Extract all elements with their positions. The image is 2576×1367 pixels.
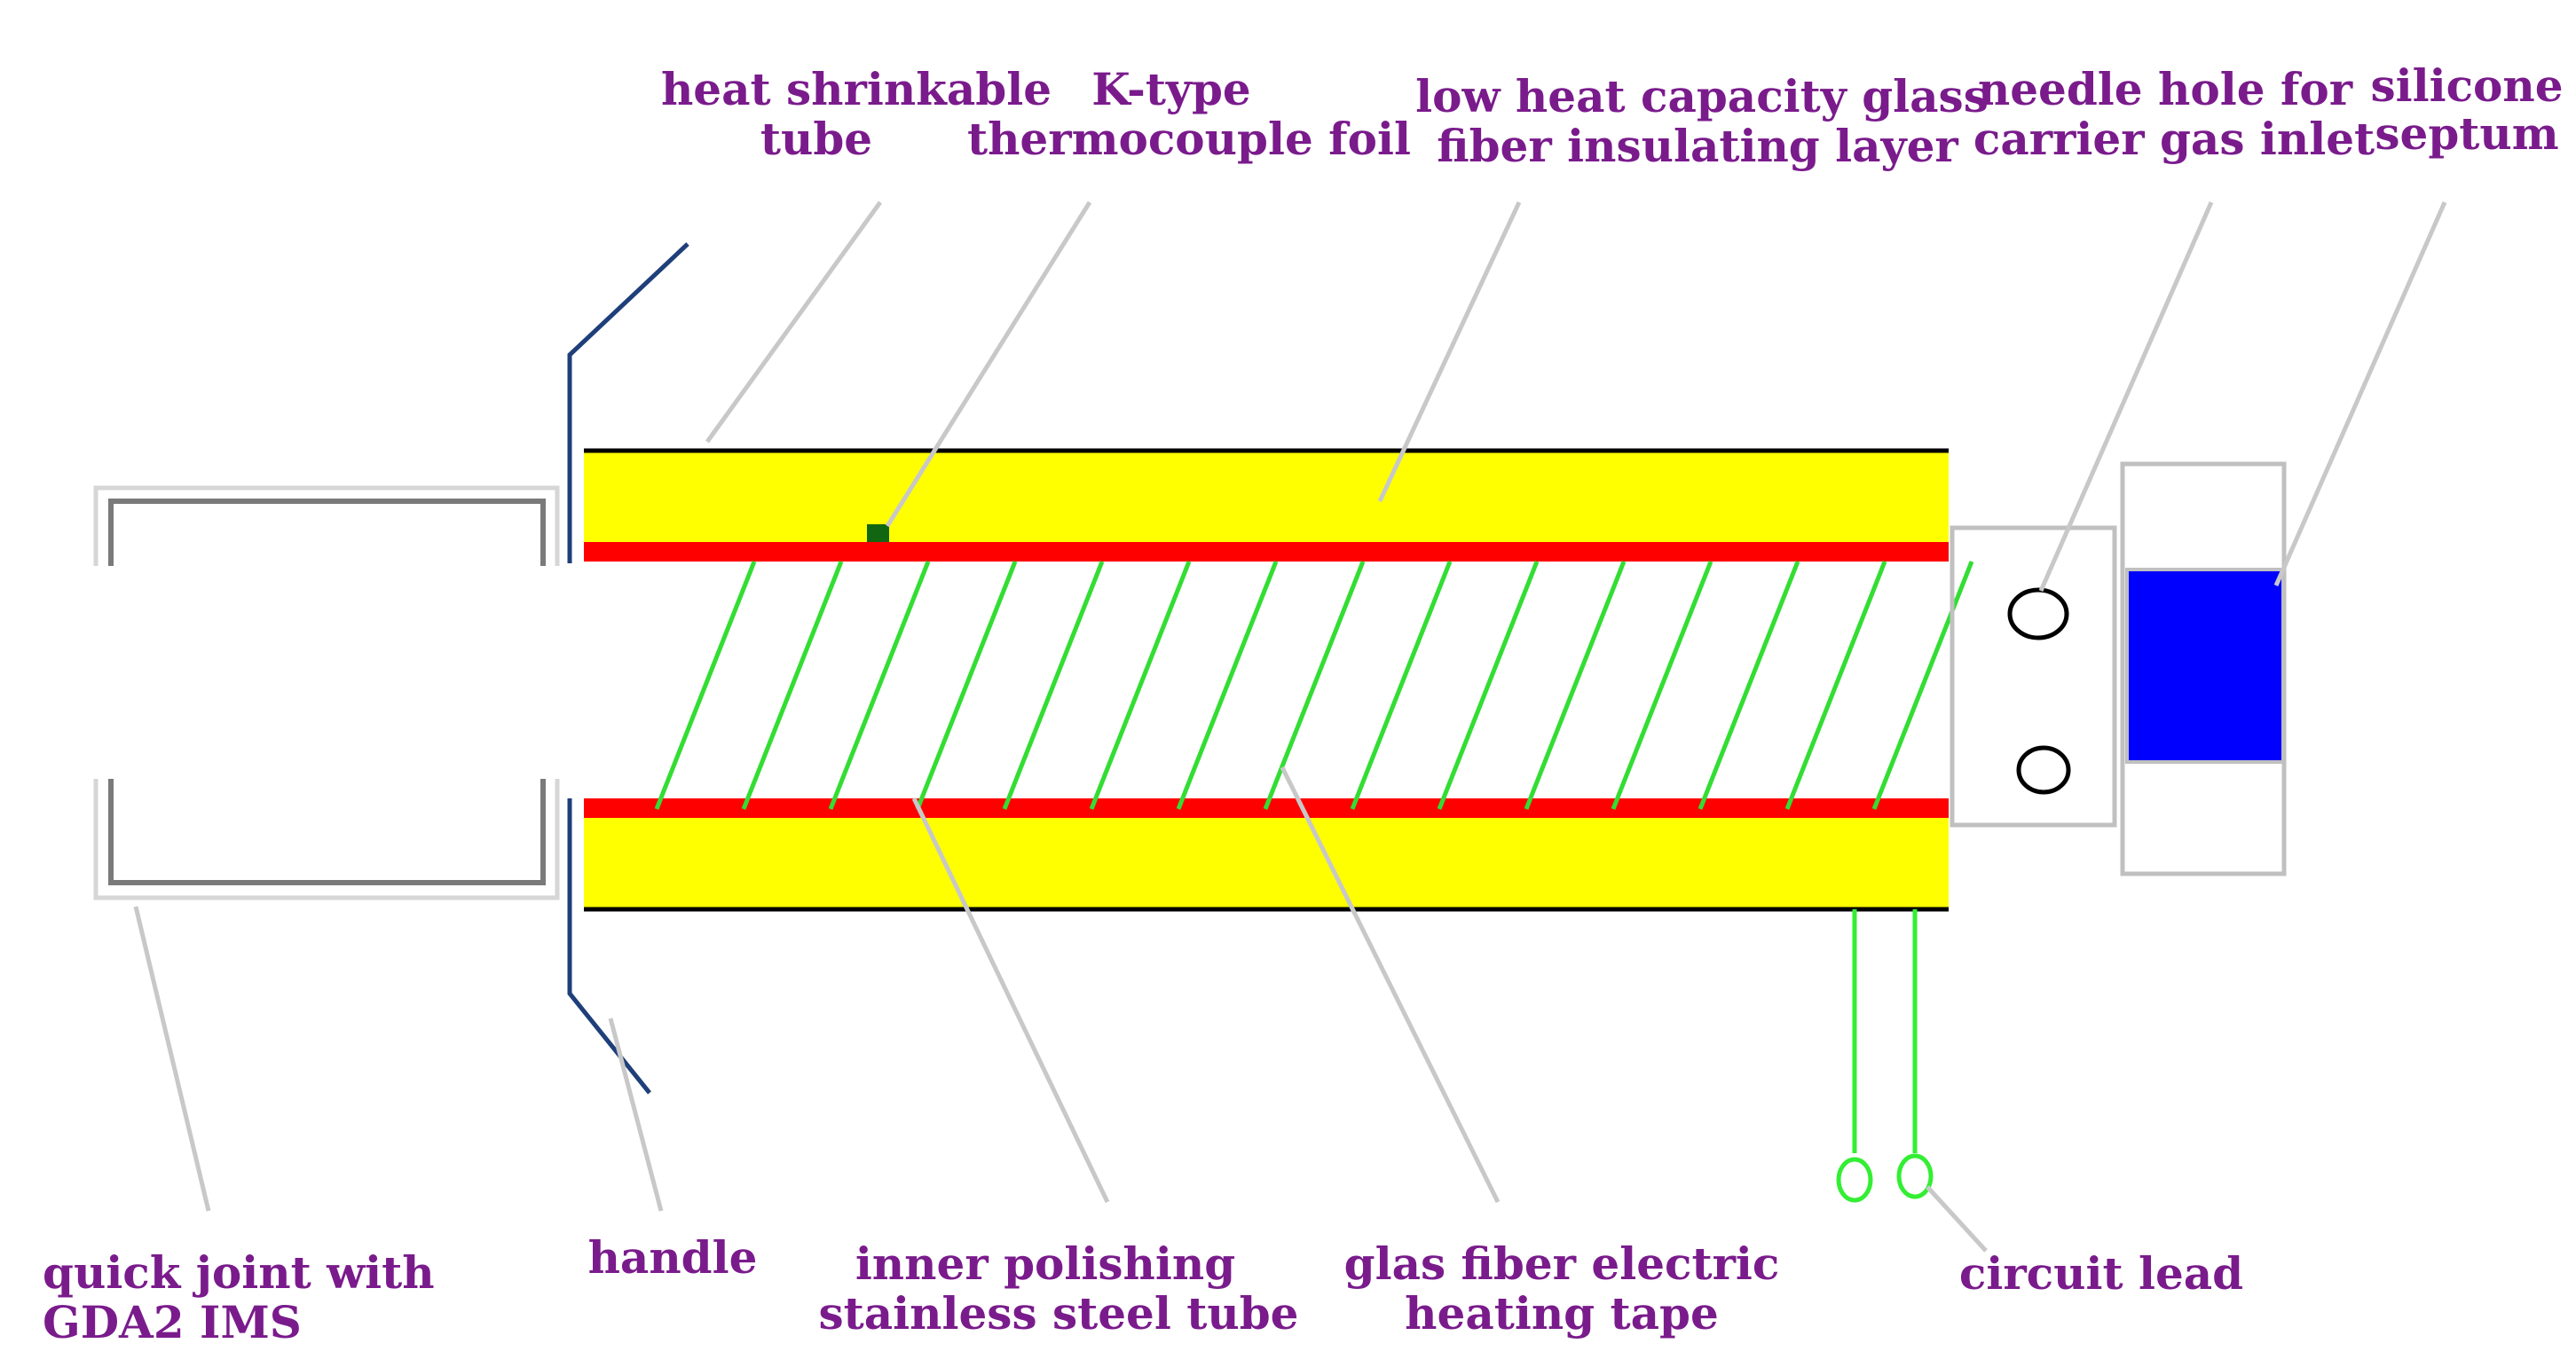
label-quick-joint-2: GDA2 IMS [43,1296,302,1348]
heating-tape-turn [1350,561,1453,810]
heating-tape-turn [915,561,1018,810]
label-inner-tube-1: inner polishing [855,1237,1235,1290]
heating-tape-turn [1871,561,1974,810]
heating-tape-turn [828,561,931,810]
label-heat-shrinkable-tube-2: tube [760,113,872,165]
label-inner-tube-2: stainless steel tube [819,1287,1299,1340]
heating-tape-turn [654,561,757,810]
circuit-lead-terminal-2 [1896,1153,1934,1199]
heating-tape-turn [1611,561,1713,810]
heating-tape-turn [1002,561,1105,810]
label-needle-hole-1: needle hole for [1978,63,2353,115]
heating-tape-turn [1176,561,1279,810]
quick-joint [93,485,560,900]
label-glass-fiber-2: fiber insulating layer [1437,120,1958,172]
label-quick-joint-1: quick joint with [43,1246,435,1299]
heating-tape-turn [741,561,844,810]
silicone-septum [2125,568,2285,764]
heating-tape-turn [1524,561,1627,810]
heating-tape-turn [1437,561,1540,810]
needle-hole-bottom [2016,745,2071,795]
label-glass-fiber-1: low heat capacity glass [1415,70,1989,122]
label-handle: handle [588,1231,758,1284]
thermocouple-foil [867,524,889,542]
label-k-type-2: thermocouple foil [967,113,1411,165]
heating-tape-turn [1698,561,1800,810]
label-k-type-1: K-type [1091,63,1251,115]
circuit-lead-terminal-1 [1836,1157,1873,1203]
label-heating-tape-2: heating tape [1405,1287,1719,1340]
label-heating-tape-1: glas fiber electric [1344,1237,1780,1290]
label-silicone-1: silicone [2370,59,2563,112]
label-heat-shrinkable-tube-1: heat shrinkable [661,63,1052,115]
glass-fiber-insulating-layer-top [584,451,1949,542]
glass-fiber-insulating-layer-bottom [584,818,1949,909]
handle-shape [567,242,689,1095]
heating-tape-coil [654,561,1974,810]
leader-lines [133,200,2447,1253]
label-silicone-2: septum [2375,107,2558,160]
heating-tape-turn [1263,561,1366,810]
labels: heat shrinkable tube K-type thermocouple… [43,59,2564,1348]
label-circuit-lead: circuit lead [1959,1247,2243,1300]
needle-hole-top [2007,587,2069,640]
steel-tube-wall-top [584,542,1949,562]
label-needle-hole-2: carrier gas inlet [1973,113,2375,165]
circuit-lead-wires [1836,909,1934,1203]
heating-tape-turn [1089,561,1192,810]
septum-housing [2120,461,2287,876]
heating-tape-turn [1784,561,1887,810]
needle-hole-block [1950,525,2117,828]
